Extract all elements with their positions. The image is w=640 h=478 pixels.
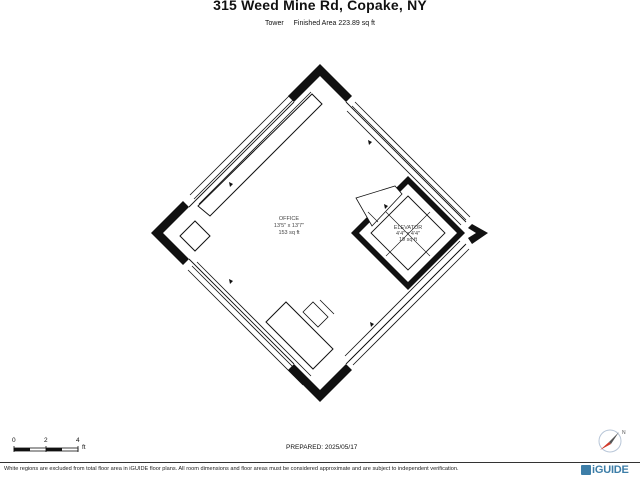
room-office-label: OFFICE 13'5" x 13'7" 153 sq ft	[274, 216, 304, 236]
brand-name: iGUIDE	[592, 464, 629, 476]
floor-name: Tower	[265, 20, 284, 27]
floor-summary: Tower Finished Area 223.89 sq ft	[0, 20, 640, 27]
wall-south	[288, 364, 352, 402]
finished-area: Finished Area 223.89 sq ft	[293, 20, 375, 27]
desk	[265, 301, 334, 370]
disclaimer-text: White regions are excluded from total fl…	[4, 466, 459, 472]
room-dims: 13'5" x 13'7"	[274, 223, 304, 229]
wall-north	[288, 64, 352, 102]
counter	[197, 93, 323, 217]
footer-divider	[0, 462, 640, 463]
wall-west	[151, 201, 189, 265]
window-ne	[346, 101, 471, 226]
elevator-shaft	[351, 176, 465, 290]
scale-bar	[13, 446, 79, 452]
iguide-mark	[581, 465, 591, 475]
room-dims: 4'4" x 4'4"	[396, 231, 420, 237]
page-title: 315 Weed Mine Rd, Copake, NY	[213, 0, 427, 13]
window-sw	[187, 261, 312, 386]
wall-east	[468, 224, 488, 244]
iguide-logo-icon: iGUIDE	[581, 463, 629, 477]
dimension-arrows	[229, 140, 374, 327]
room-area: 19 sq ft	[399, 237, 418, 243]
room-area: 153 sq ft	[278, 230, 300, 236]
prepared-date: PREPARED: 2025/05/17	[286, 444, 358, 451]
room-name: OFFICE	[279, 216, 299, 222]
corner-walls	[151, 64, 488, 402]
scale-label-2: 2	[44, 437, 48, 444]
scale-label-4: 4	[76, 437, 80, 444]
scale-label-0: 0	[12, 437, 16, 444]
cabinet	[179, 220, 211, 252]
compass-icon: N	[598, 429, 626, 453]
room-name: ELEVATOR	[394, 225, 422, 231]
svg-text:N: N	[622, 430, 626, 436]
window-nw	[189, 81, 312, 205]
room-elevator-label: ELEVATOR 4'4" x 4'4" 19 sq ft	[394, 225, 422, 243]
chair	[302, 299, 335, 328]
inner-outline	[188, 101, 467, 365]
scale-unit: ft	[82, 444, 86, 451]
